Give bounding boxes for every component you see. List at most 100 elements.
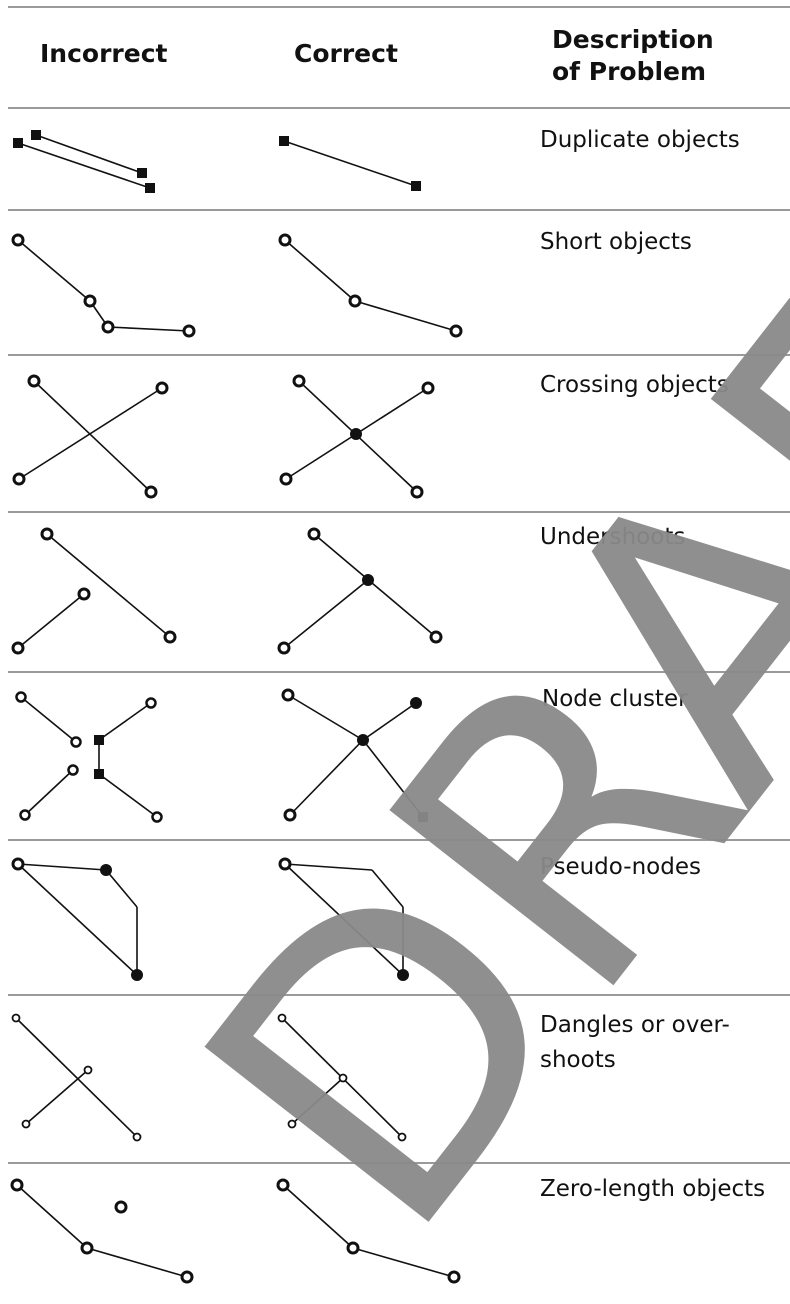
correct-node-cluster-diagram	[281, 688, 428, 822]
node-circle	[21, 1119, 31, 1129]
incorrect-duplicate-objects-diagram	[13, 130, 155, 193]
square-node	[145, 183, 155, 193]
row-description: Node cluster	[542, 686, 688, 712]
node-circle	[278, 233, 292, 247]
zero-length-node	[114, 1200, 128, 1214]
intersection-node	[362, 574, 374, 586]
node-circle	[429, 630, 443, 644]
node-circle	[281, 688, 295, 702]
node-circle	[163, 630, 177, 644]
table-row: Node cluster	[15, 686, 688, 823]
node-circle	[80, 1241, 94, 1255]
pseudo-node	[100, 864, 112, 876]
node-circle	[278, 857, 292, 871]
node-circle	[70, 736, 82, 748]
square-node	[418, 812, 428, 822]
node-circle	[83, 1065, 93, 1075]
correct-short-objects-diagram	[278, 233, 463, 338]
filled-node	[131, 969, 143, 981]
row-description: Undershoots	[540, 524, 685, 550]
node-circle	[27, 374, 41, 388]
square-node	[279, 136, 289, 146]
node-circle	[15, 691, 27, 703]
node-circle	[410, 485, 424, 499]
node-circle	[449, 324, 463, 338]
incorrect-dangles-diagram	[11, 1013, 142, 1142]
incorrect-node-cluster-diagram	[15, 691, 163, 823]
node-circle	[144, 485, 158, 499]
node-circle	[279, 472, 293, 486]
filled-node	[397, 969, 409, 981]
incorrect-pseudo-nodes-diagram	[11, 857, 143, 981]
header-correct: Correct	[294, 39, 398, 68]
node-circle	[276, 1178, 290, 1192]
node-circle	[277, 641, 291, 655]
node-circle	[11, 1013, 21, 1023]
table-rules	[8, 6, 790, 1164]
node-circle	[277, 1013, 287, 1023]
node-circle	[11, 233, 25, 247]
correct-dangles-diagram	[277, 1013, 407, 1142]
row-description: Short objects	[540, 229, 692, 255]
row-description-line1: Dangles or over-	[540, 1012, 730, 1038]
node-circle	[145, 697, 157, 709]
correct-pseudo-nodes-diagram	[278, 857, 409, 981]
table-row: Duplicate objects	[13, 127, 740, 193]
node-circle	[292, 374, 306, 388]
node-circle	[10, 1178, 24, 1192]
table-row: Pseudo-nodes	[11, 854, 701, 981]
merged-node	[357, 734, 369, 746]
header-incorrect: Incorrect	[40, 39, 168, 68]
correct-zero-length-diagram	[276, 1178, 461, 1284]
node-circle	[307, 527, 321, 541]
row-description: Duplicate objects	[540, 127, 740, 153]
node-circle	[180, 1270, 194, 1284]
node-circle	[11, 857, 25, 871]
table-row: Short objects	[11, 229, 692, 338]
filled-node	[410, 697, 422, 709]
node-circle	[151, 811, 163, 823]
row-description-line2: shoots	[540, 1047, 616, 1073]
node-circle	[348, 294, 362, 308]
node-circle	[67, 764, 79, 776]
node-circle	[155, 381, 169, 395]
incorrect-undershoots-diagram	[11, 527, 177, 655]
node-circle	[40, 527, 54, 541]
node-circle	[397, 1132, 407, 1142]
table-row: Dangles or over- shoots	[11, 1012, 730, 1142]
row-description: Crossing objects	[540, 372, 729, 398]
square-node	[94, 735, 104, 745]
node-circle	[132, 1132, 142, 1142]
node-circle	[11, 641, 25, 655]
node-circle	[338, 1073, 348, 1083]
node-circle	[421, 381, 435, 395]
node-circle	[283, 808, 297, 822]
incorrect-crossing-objects-diagram	[12, 374, 169, 499]
table-row: Undershoots	[11, 524, 685, 655]
square-node	[94, 769, 104, 779]
node-circle	[346, 1241, 360, 1255]
table-row: Crossing objects	[12, 372, 729, 499]
node-circle	[12, 472, 26, 486]
intersection-node	[350, 428, 362, 440]
node-circle	[101, 320, 115, 334]
table-header: Incorrect Correct Description of Problem	[40, 25, 714, 86]
square-node	[13, 138, 23, 148]
row-description: Pseudo-nodes	[540, 854, 701, 880]
correct-undershoots-diagram	[277, 527, 443, 655]
incorrect-short-objects-diagram	[11, 233, 196, 338]
square-node	[31, 130, 41, 140]
table-row: Zero-length objects	[10, 1176, 765, 1284]
correct-duplicate-objects-diagram	[279, 136, 421, 191]
node-circle	[287, 1119, 297, 1129]
incorrect-zero-length-diagram	[10, 1178, 194, 1284]
node-circle	[83, 294, 97, 308]
square-node	[137, 168, 147, 178]
node-circle	[77, 587, 91, 601]
node-circle	[19, 809, 31, 821]
header-description-line2: of Problem	[552, 57, 706, 86]
node-circle	[447, 1270, 461, 1284]
row-description: Zero-length objects	[540, 1176, 765, 1202]
header-description-line1: Description	[552, 25, 714, 54]
